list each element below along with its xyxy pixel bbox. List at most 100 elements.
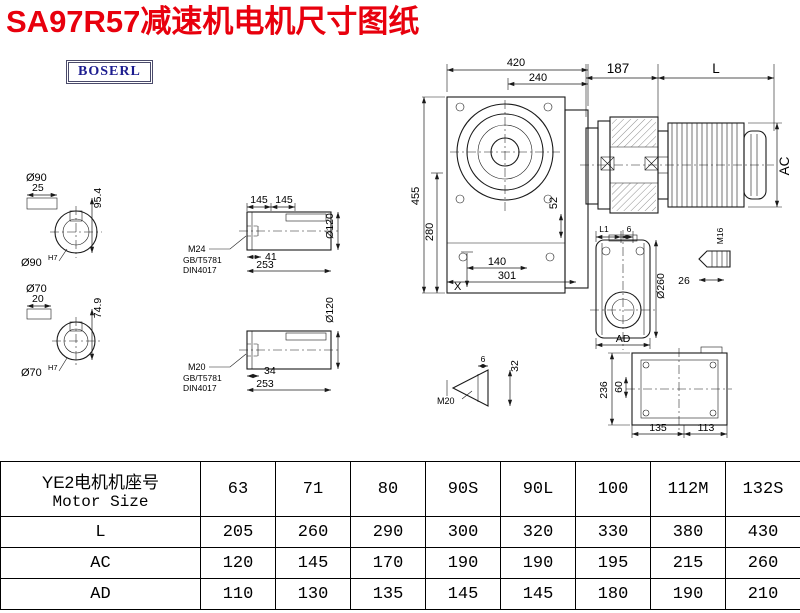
dim-x-label: X [454,281,462,293]
cell: 145 [500,578,576,610]
dim-20-label: 20 [32,293,44,305]
dim-l1-label: L1 [599,224,609,234]
dim-dia120-bot-label: Ø120 [324,297,336,323]
gearbox-front-view: X 420 240 455 280 52 140 301 [410,57,589,294]
dim-236-label: 236 [598,381,610,399]
label-m20-plug: M20 [437,396,455,406]
header-motor-size-cn: YE2电机机座号 [41,472,160,492]
col-header-100: 100 [575,461,651,517]
label-bore90: Ø90 [21,257,42,269]
table-row-ac: AC 120 145 170 190 190 195 215 260 [0,547,800,579]
dim-301-label: 301 [498,270,516,282]
plug-m20-detail: 6 32 M20 [437,354,521,407]
motor-side-view: 187 L AC [580,61,792,214]
dim-420-label: 420 [507,57,525,69]
cell: 170 [350,547,426,579]
label-m20-shaft: M20 [188,362,206,372]
label-din4017-bot: DIN4017 [183,383,217,393]
label-bore90-tol: H7 [48,253,58,262]
dim-455-label: 455 [410,187,422,205]
col-header-80: 80 [350,461,426,517]
shaft-section-70: Ø70 20 74.9 Ø70 H7 [21,283,104,379]
cell: 190 [425,547,501,579]
col-header-112m: 112M [650,461,726,517]
label-bore70: Ø70 [21,367,42,379]
col-header-132s: 132S [725,461,800,517]
cell: 260 [725,547,800,579]
cell: 145 [275,547,351,579]
table-header-row: YE2电机机座号 Motor Size 63 71 80 90S 90L 100… [0,461,800,517]
cell: 320 [500,516,576,548]
label-m16: M16 [715,227,725,244]
gearbox-side-view: L1 6 Ø260 AD [590,224,667,350]
col-header-90l: 90L [500,461,576,517]
technical-drawing: X 420 240 455 280 52 140 301 [21,57,792,438]
dim-240-label: 240 [529,72,547,84]
cell: 430 [725,516,800,548]
output-shaft-detail-top: 145 145 Ø120 M24 GB/T5781 DIN4017 41 253 [183,194,341,275]
label-din4017-top: DIN4017 [183,265,217,275]
header-motor-size: YE2电机机座号 Motor Size [0,461,201,517]
cell: 330 [575,516,651,548]
cell: 205 [200,516,276,548]
cell: 190 [500,547,576,579]
cell: 190 [650,578,726,610]
cell: 130 [275,578,351,610]
label-m24: M24 [188,244,206,254]
dim-41-label: 41 [265,251,277,263]
output-shaft-detail-bottom: Ø120 M20 GB/T5781 DIN4017 34 253 [183,297,341,393]
dim-52-label: 52 [548,197,560,209]
dim-26-label: 26 [678,275,690,287]
dim-95p4-label: 95.4 [92,188,104,209]
dim-34-label: 34 [264,365,276,377]
dim-l-label: L [712,61,720,76]
motor-size-table: YE2电机机座号 Motor Size 63 71 80 90S 90L 100… [0,461,800,610]
cell: 380 [650,516,726,548]
dim-253-top-label: 253 [256,259,274,271]
dim-187-label: 187 [607,61,630,76]
col-header-71: 71 [275,461,351,517]
dim-135-label: 135 [649,422,667,434]
dim-6-side-label: 6 [627,224,632,234]
dim-25-label: 25 [32,182,44,194]
dim-6-plug-label: 6 [481,354,486,364]
dim-253-bot-label: 253 [256,378,274,390]
dim-dia120-top-label: Ø120 [324,213,336,239]
cell: 145 [425,578,501,610]
label-dia70: Ø70 [26,283,47,295]
dim-60-label: 60 [613,381,625,393]
cell: 195 [575,547,651,579]
dim-140-label: 140 [488,256,506,268]
cell: 180 [575,578,651,610]
label-gb5781-top: GB/T5781 [183,255,222,265]
label-bore70-tol: H7 [48,363,58,372]
dim-dia260-label: Ø260 [655,273,667,299]
page-title: SA97R57减速机电机尺寸图纸 [6,4,420,39]
cell: 300 [425,516,501,548]
cell: 215 [650,547,726,579]
table-row-ad: AD 110 130 135 145 145 180 190 210 [0,578,800,610]
brand-logo: BOSERL [66,60,153,84]
dim-ac-label: AC [777,156,792,175]
cell: 135 [350,578,426,610]
label-gb5781-bot: GB/T5781 [183,373,222,383]
shaft-section-90: Ø90 25 95.4 Ø90 H7 [21,172,104,269]
cell: 260 [275,516,351,548]
col-header-90s: 90S [425,461,501,517]
dim-145b-label: 145 [275,194,293,206]
cell: 120 [200,547,276,579]
row-label-ac: AC [0,547,201,579]
table-row-l: L 205 260 290 300 320 330 380 430 [0,516,800,548]
cell: 210 [725,578,800,610]
dim-74p9-label: 74.9 [92,298,104,319]
motor-flange-rear-view: 236 60 135 113 [598,346,732,438]
cell: 110 [200,578,276,610]
label-dia90: Ø90 [26,172,47,184]
stud-m16-detail: M16 26 [678,227,731,287]
header-motor-size-en: Motor Size [52,492,149,511]
cell: 290 [350,516,426,548]
col-header-63: 63 [200,461,276,517]
row-label-l: L [0,516,201,548]
dim-ad-label: AD [616,333,631,345]
